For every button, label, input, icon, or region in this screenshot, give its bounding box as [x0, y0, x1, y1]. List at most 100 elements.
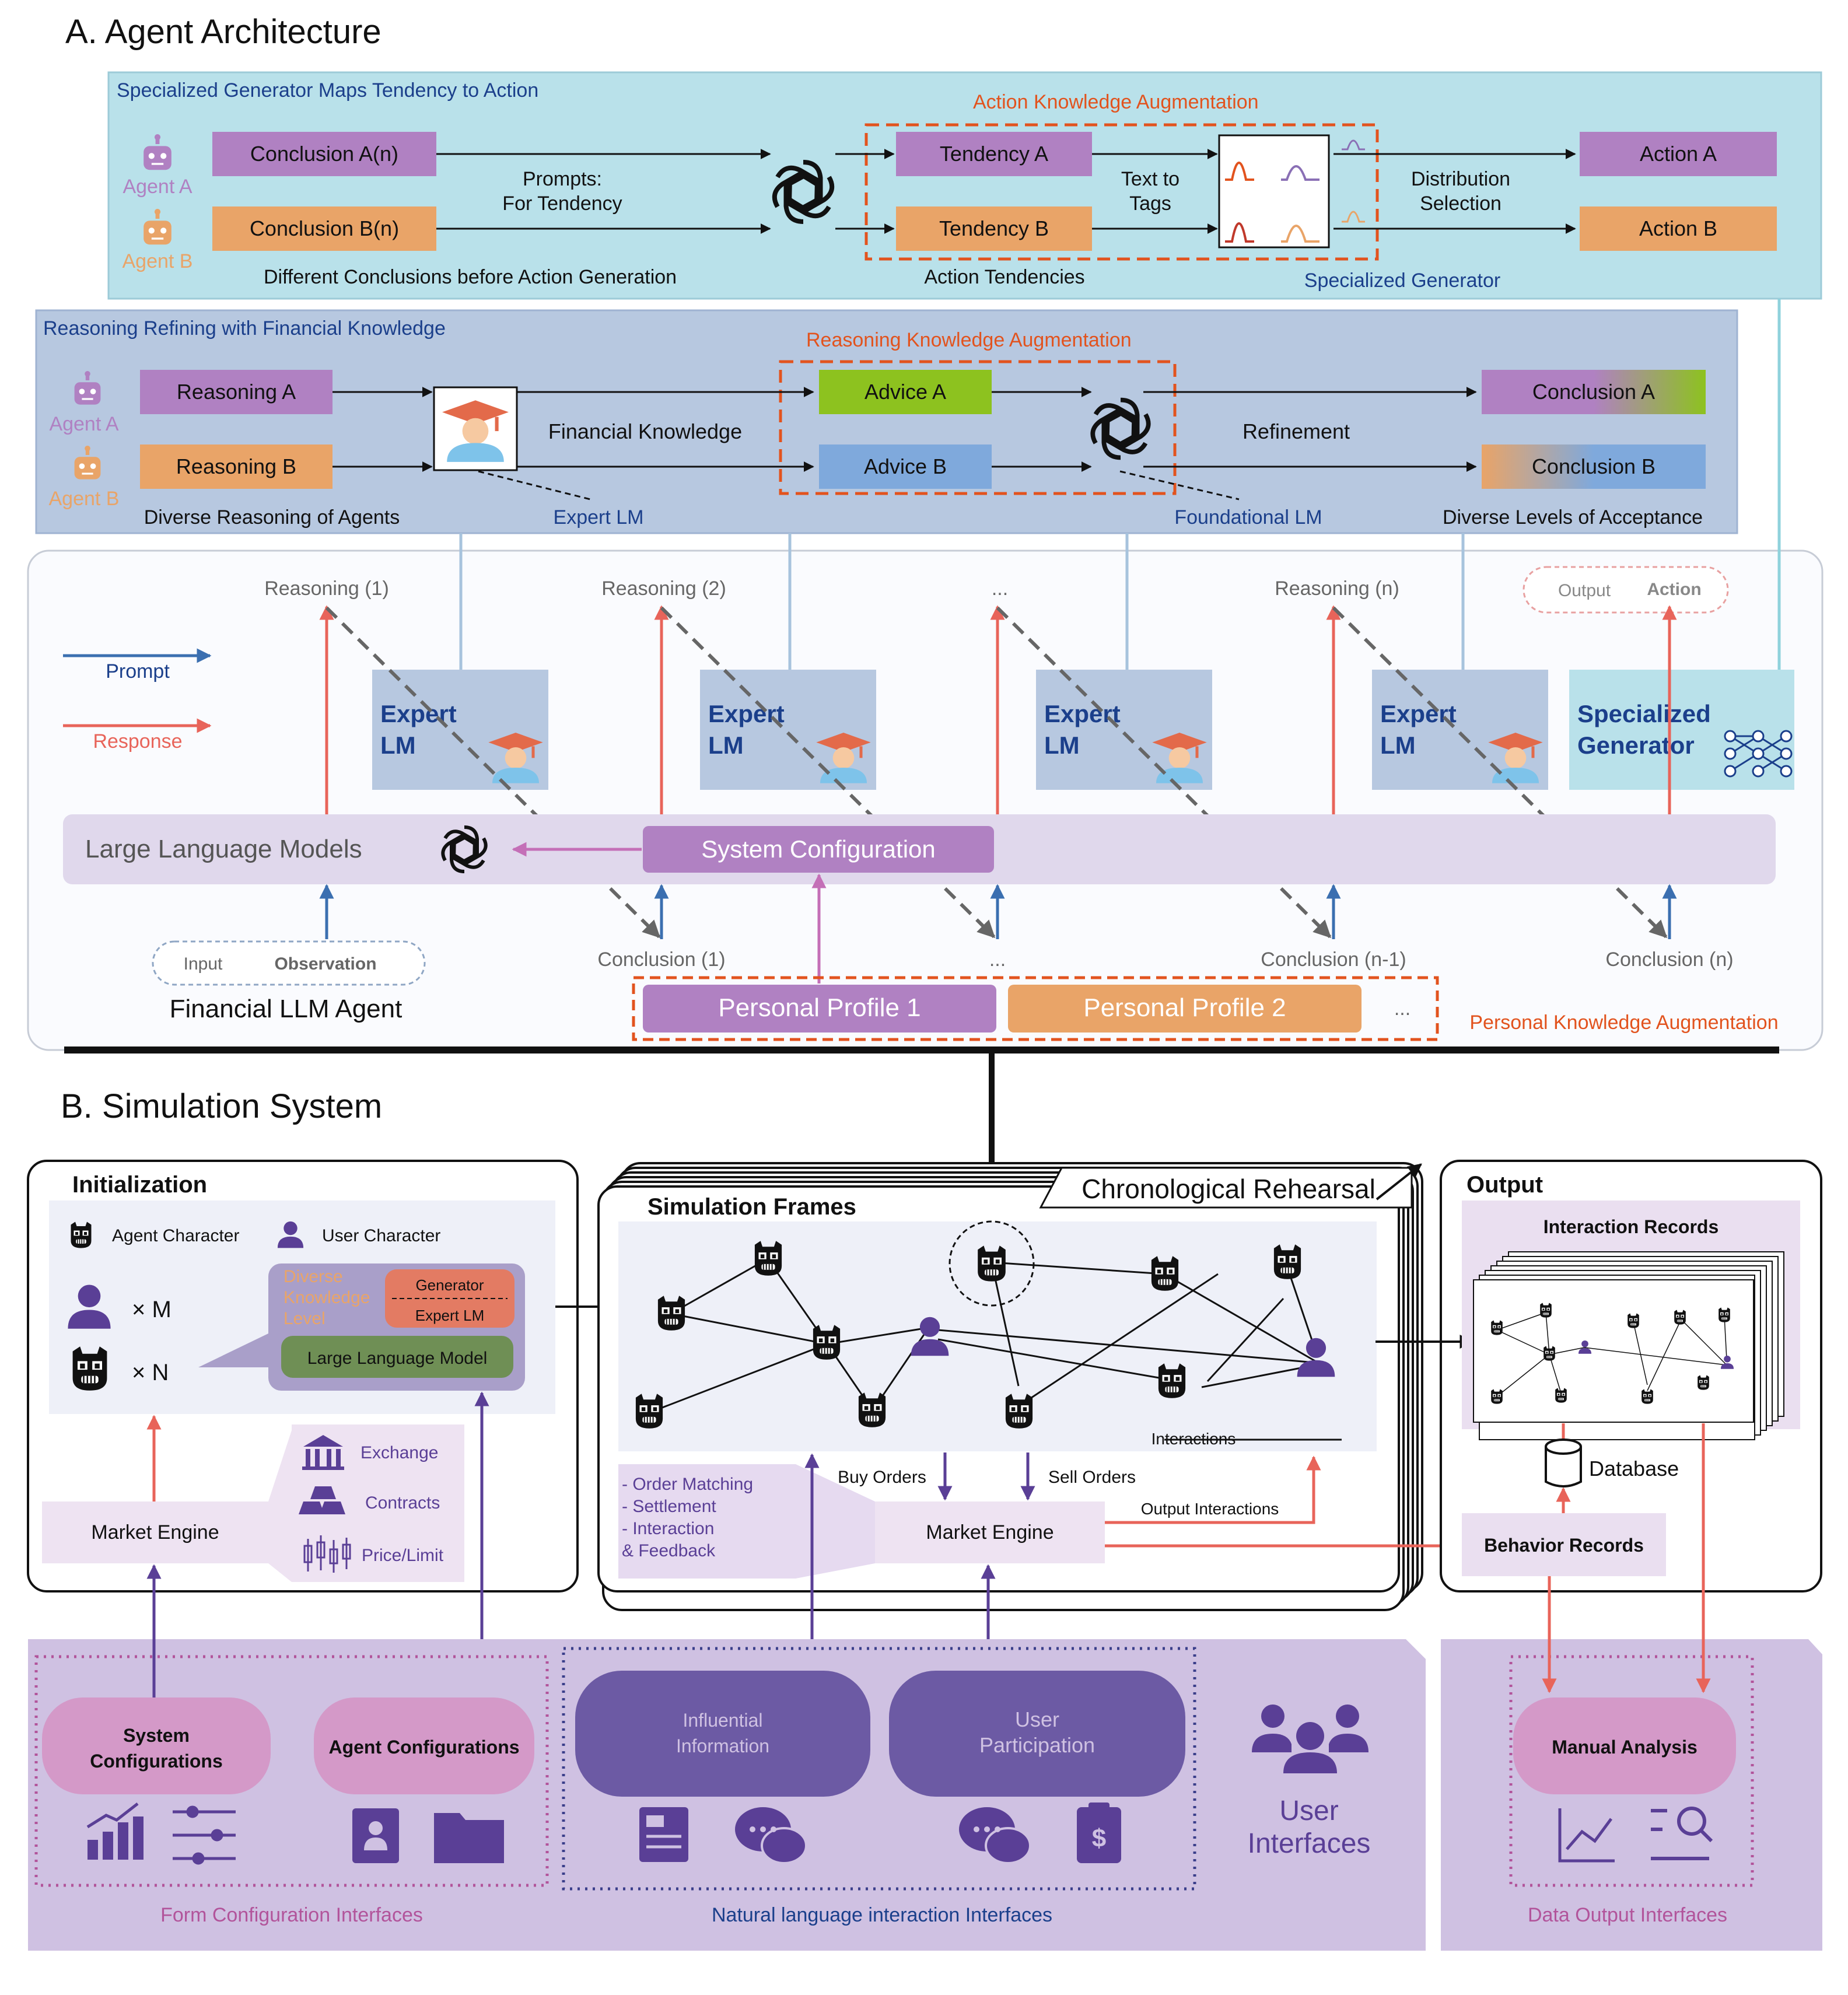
user-participation-label-1: User — [1015, 1707, 1059, 1731]
action-caption-right: Specialized Generator — [1304, 270, 1500, 292]
prompt-legend-label: Prompt — [106, 660, 170, 682]
advice-a-label: Advice A — [864, 380, 946, 404]
expert-lm-2-line1: Expert — [708, 700, 785, 727]
conclusion-a-n-box — [212, 132, 436, 176]
output-title: Output — [1466, 1172, 1543, 1198]
personal-profile-1-box — [643, 985, 996, 1032]
reasoning-panel — [35, 309, 1738, 534]
conclusion-a-box — [1482, 370, 1706, 414]
agent-configurations-button[interactable] — [314, 1698, 534, 1794]
prompt-arrows — [319, 884, 1677, 939]
action-aug-box — [864, 123, 1379, 261]
tendency-b-label: Tendency B — [939, 216, 1049, 240]
response-arrows — [319, 605, 1677, 816]
action-a-label: Action A — [1640, 142, 1717, 166]
tendency-a-box — [896, 132, 1092, 176]
dist-label-2: Selection — [1420, 192, 1502, 215]
mini-network — [1490, 1302, 1734, 1405]
personal-aug-label: Personal Knowledge Augmentation — [1469, 1012, 1778, 1034]
action-a-box — [1580, 132, 1777, 176]
market-callout-wedge-2 — [796, 1464, 875, 1578]
influential-label-1: Influential — [683, 1710, 763, 1731]
reasoning-a-label: Reasoning A — [177, 380, 296, 404]
output-action-pill — [1522, 566, 1729, 614]
reasoning-b-box — [140, 444, 332, 489]
reasoning-caption-right: Diverse Levels of Acceptance — [1443, 506, 1703, 528]
manual-analysis-button[interactable] — [1513, 1698, 1736, 1794]
foundational-lm-callout — [1119, 470, 1240, 501]
bank-icon — [302, 1435, 344, 1470]
large-language-model-box — [281, 1336, 513, 1378]
conclusion-ellipsis-label: ... — [989, 949, 1006, 971]
sim-market-engine-box — [875, 1502, 1105, 1563]
reasoning-2-label: Reasoning (2) — [601, 578, 726, 600]
order-matching-label: - Order Matching — [622, 1475, 753, 1494]
sim-market-engine-label: Market Engine — [926, 1521, 1054, 1544]
system-config-label-2: Configurations — [90, 1751, 223, 1772]
system-configuration-label: System Configuration — [701, 835, 936, 863]
influential-information-button[interactable] — [575, 1671, 870, 1797]
svg-text:$: $ — [1092, 1824, 1106, 1853]
user-participation-button[interactable] — [889, 1671, 1185, 1797]
interactions-legend-label: Interactions — [1152, 1430, 1236, 1448]
chrono-arrow — [1376, 1163, 1422, 1200]
action-b-box — [1580, 206, 1777, 251]
conclusion-b-n-label: Conclusion B(n) — [250, 216, 399, 240]
market-functions-box — [618, 1464, 796, 1578]
reasoning-1-label: Reasoning (1) — [264, 578, 389, 600]
chat-icon — [735, 1807, 807, 1864]
expert-lm-2-line2: LM — [708, 732, 744, 759]
observation-label: Observation — [274, 954, 376, 974]
folder-icon — [434, 1813, 504, 1863]
output-label: Output — [1558, 581, 1611, 600]
text-to-label-1: Text to — [1121, 168, 1180, 190]
action-label: Action — [1647, 580, 1701, 599]
reasoning-ellipsis-label: ... — [992, 578, 1008, 600]
reasoning-aug-box — [779, 360, 1177, 495]
action-panel — [107, 71, 1822, 300]
contracts-label: Contracts — [365, 1493, 440, 1513]
agent-config-label: Agent Configurations — [328, 1737, 519, 1758]
form-config-box — [34, 1655, 549, 1887]
settlement-label: - Settlement — [622, 1497, 716, 1516]
reasoning-b-label: Reasoning B — [176, 454, 296, 478]
conclusion-1-label: Conclusion (1) — [597, 949, 725, 971]
diverse-label-1: Diverse — [284, 1267, 343, 1286]
highlighted-agent-circle — [949, 1220, 1035, 1307]
expert-lm-3-line2: LM — [1044, 732, 1080, 759]
prompts-label-2: For Tendency — [502, 192, 622, 215]
reasoning-panel-title: Reasoning Refining with Financial Knowle… — [43, 317, 446, 340]
agent-a-label-2: Agent A — [49, 413, 118, 435]
financial-llm-agent-label: Financial LLM Agent — [170, 995, 402, 1023]
price-limit-label: Price/Limit — [362, 1546, 444, 1565]
expert-lm-1-line2: LM — [380, 732, 416, 759]
system-config-label-1: System — [123, 1725, 190, 1746]
expert-lm-init-label: Expert LM — [415, 1307, 485, 1324]
news-icon — [639, 1807, 688, 1862]
reasoning-aug-title: Reasoning Knowledge Augmentation — [806, 329, 1132, 351]
natural-language-caption: Natural language interaction Interfaces — [712, 1904, 1052, 1926]
conclusion-n-label: Conclusion (n) — [1605, 949, 1733, 971]
prompts-label-1: Prompts: — [523, 168, 602, 190]
database-label: Database — [1589, 1457, 1679, 1480]
init-market-engine-box — [42, 1502, 268, 1563]
callout-wedge — [198, 1334, 268, 1367]
exchange-label: Exchange — [360, 1443, 438, 1462]
conclusion-b-n-box — [212, 206, 436, 251]
agent-character-label: Agent Character — [112, 1226, 239, 1245]
action-aug-title: Action Knowledge Augmentation — [973, 91, 1259, 113]
system-configurations-button[interactable] — [42, 1698, 271, 1794]
diverse-label-3: Level — [284, 1309, 326, 1328]
chronological-rehearsal-label: Chronological Rehearsal — [1082, 1174, 1376, 1204]
payment-clipboard-icon: $ — [1077, 1803, 1121, 1863]
response-legend-label: Response — [93, 730, 182, 752]
section-b-title: B. Simulation System — [61, 1087, 382, 1125]
user-participation-label-2: Participation — [979, 1733, 1095, 1757]
diverse-label-2: Knowledge — [284, 1288, 370, 1307]
conclusion-b-label: Conclusion B — [1532, 454, 1656, 478]
initialization-title: Initialization — [72, 1172, 207, 1198]
reasoning-n-label: Reasoning (n) — [1275, 578, 1399, 600]
llm-label: Large Language Models — [85, 835, 362, 863]
